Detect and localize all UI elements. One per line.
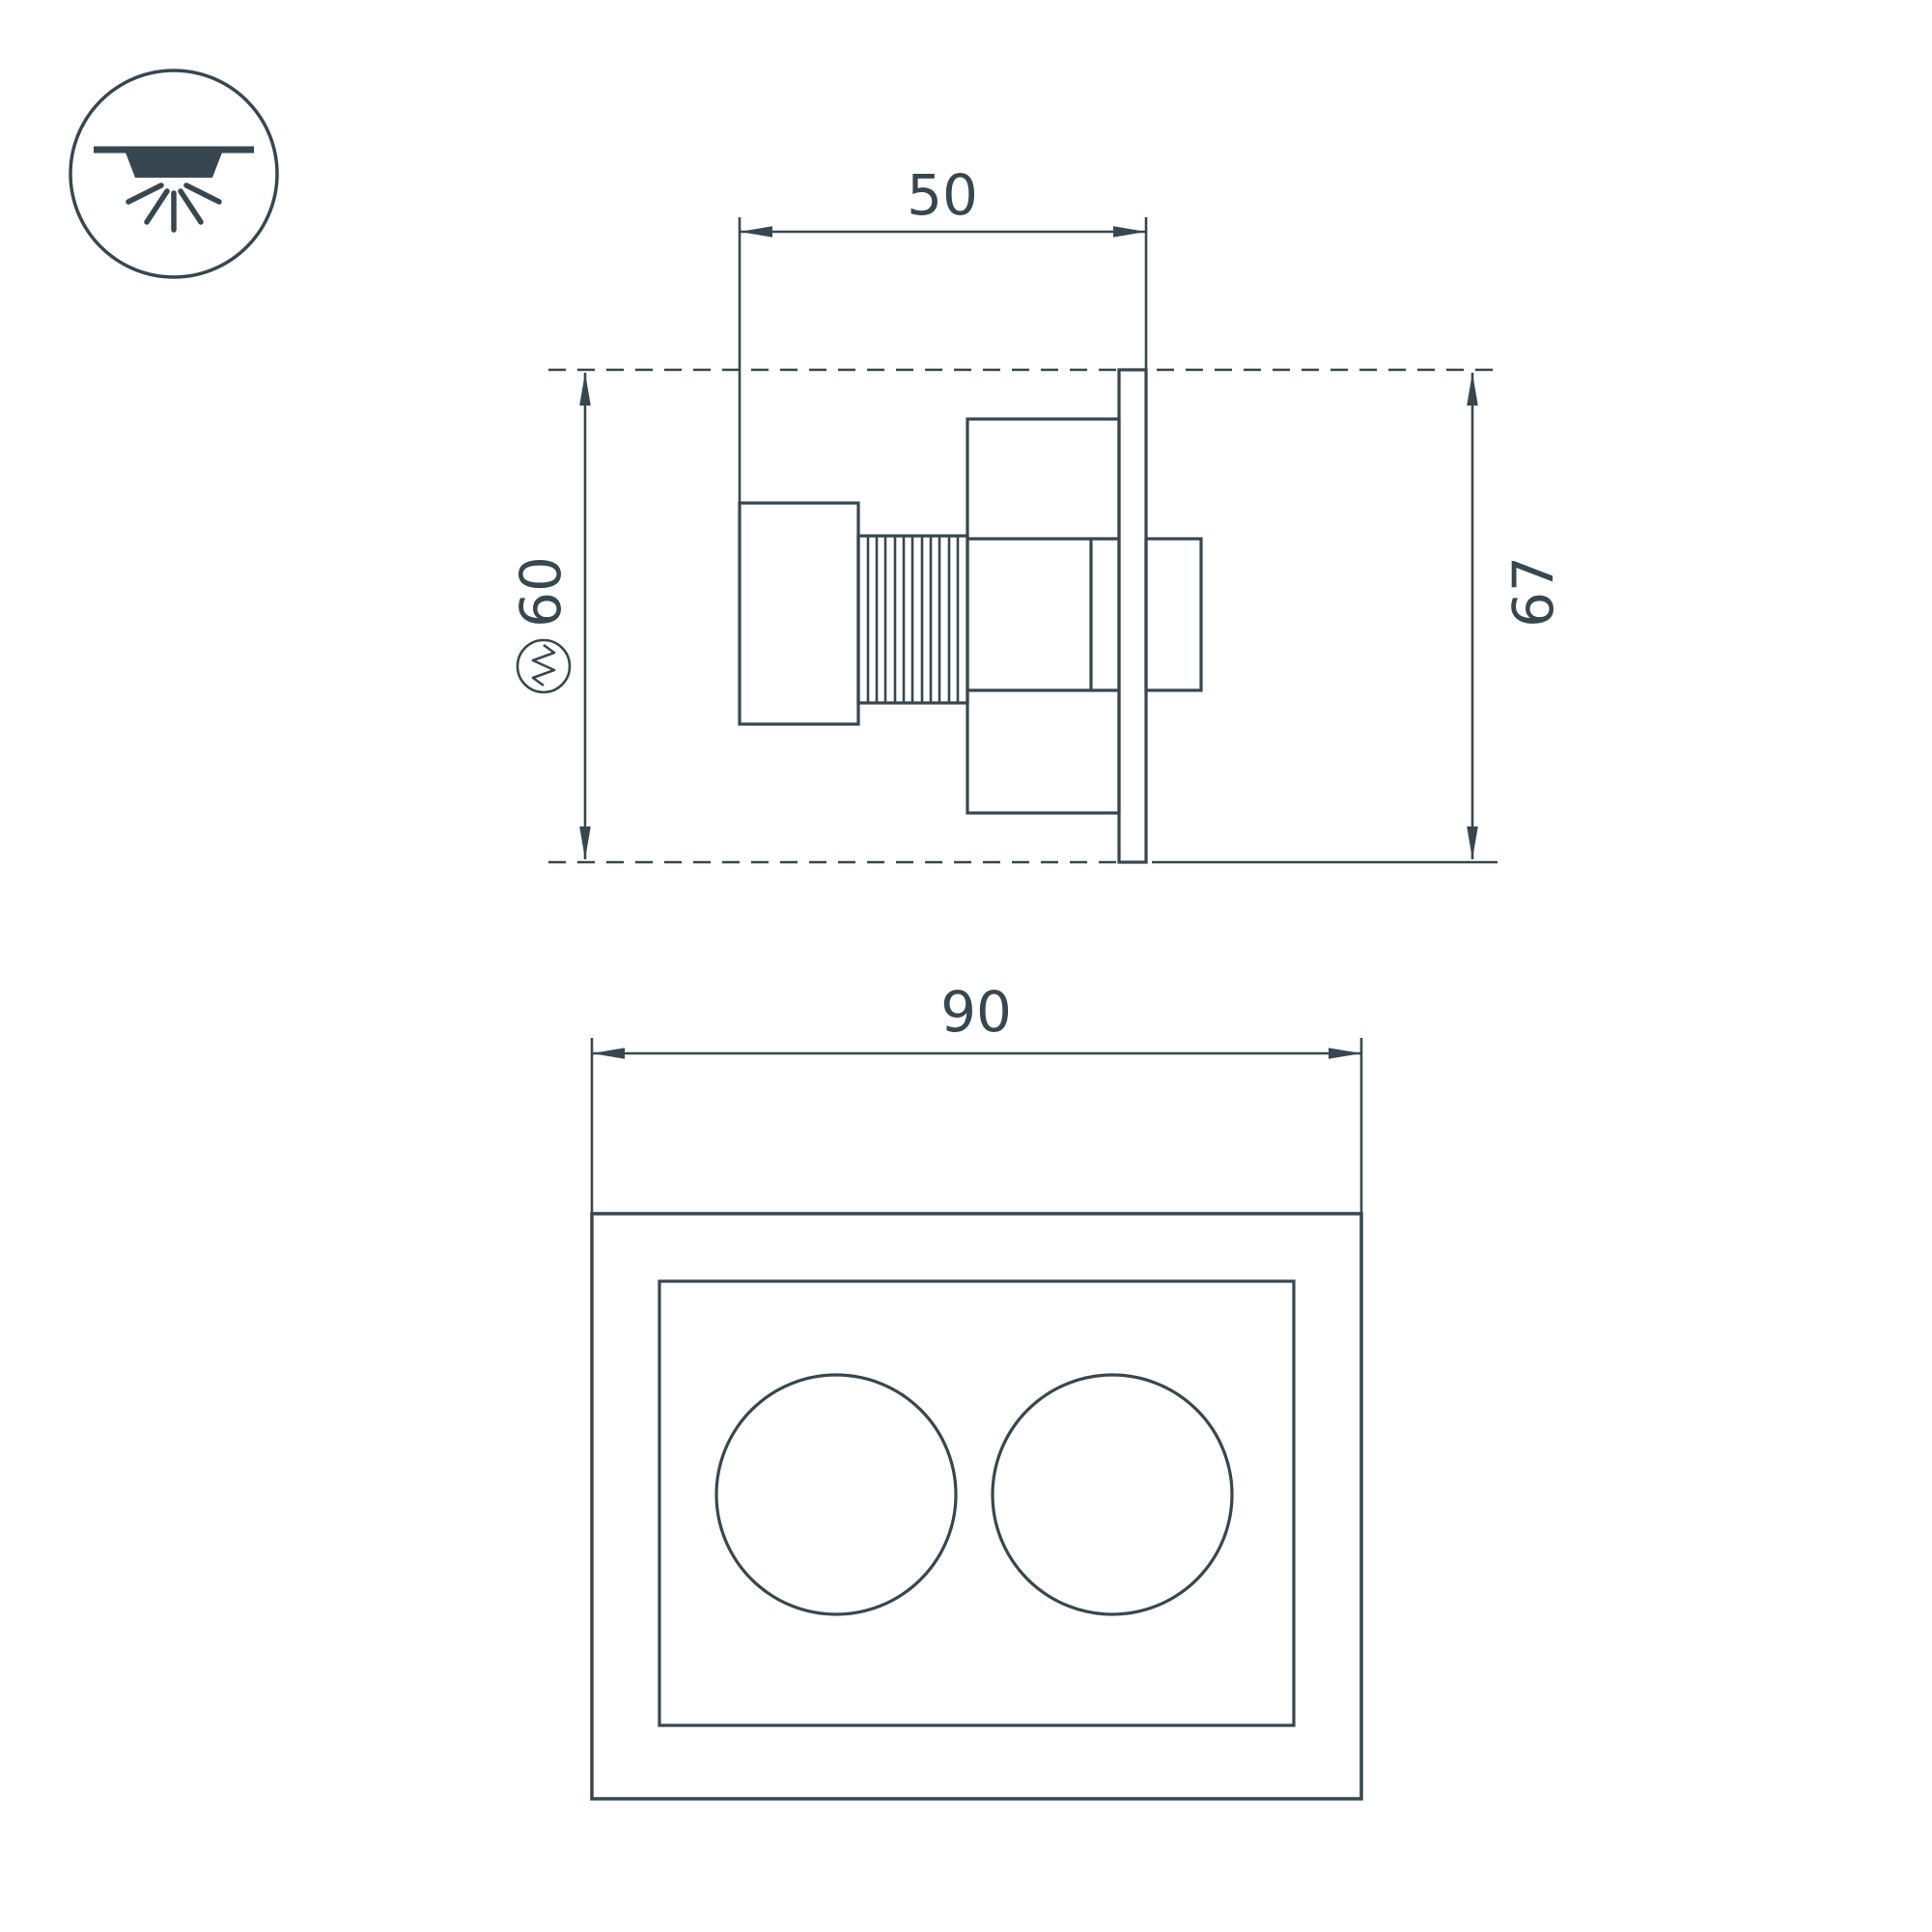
dimension-height-67: 67 <box>1467 373 1566 859</box>
dimension-label-60: 60 <box>508 556 574 628</box>
housing-body <box>966 417 1121 815</box>
cutout-symbol-circle <box>516 638 572 694</box>
driver-box <box>738 501 860 726</box>
icon-light-rays <box>126 182 222 233</box>
dimension-label-90: 90 <box>940 979 1012 1045</box>
dimension-label-50: 50 <box>907 162 978 228</box>
dimension-label-67: 67 <box>1500 556 1566 628</box>
front-inner-frame <box>658 1279 1296 1727</box>
lamp-opening-right <box>991 1373 1234 1616</box>
lens-protrusion <box>1144 537 1203 692</box>
front-outer-frame <box>590 1212 1363 1801</box>
dimension-width-90: 90 <box>590 979 1363 1214</box>
mounting-flange <box>1117 368 1148 864</box>
front-view: 90 <box>590 979 1363 1801</box>
dimension-width-50: 50 <box>738 162 1148 503</box>
icon-border-circle <box>69 69 279 279</box>
dimension-depth-60: 60 <box>508 373 591 859</box>
heatsink-fins <box>866 536 960 703</box>
side-view: 50 60 67 <box>508 162 1566 864</box>
recessed-downlight-icon <box>69 69 279 279</box>
lamp-barrel-lines <box>967 537 1119 692</box>
cutout-symbol-icon <box>516 638 572 694</box>
cutout-symbol-zigzag <box>531 643 556 687</box>
icon-lamp-body <box>126 153 222 178</box>
lamp-opening-left <box>714 1373 958 1616</box>
